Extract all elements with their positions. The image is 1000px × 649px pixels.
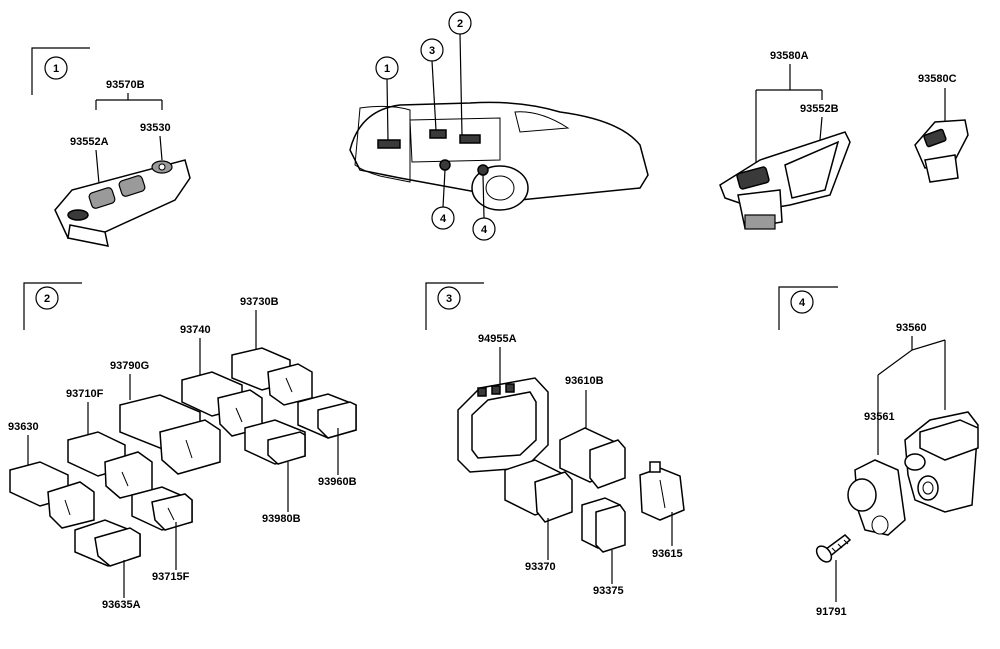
switch-93630 <box>9 461 95 529</box>
switch-93740 <box>181 371 263 437</box>
car-callout-4a: 4 <box>440 213 447 225</box>
label-93561: 93561 <box>864 411 895 423</box>
label-91791: 91791 <box>816 606 847 618</box>
section-2: 2 93730B 93740 93790G 93710F 93630 <box>8 282 357 611</box>
label-93560: 93560 <box>896 322 927 334</box>
switch-93375 <box>581 497 626 553</box>
section-3-number: 3 <box>446 293 452 305</box>
switch-93370 <box>504 459 573 523</box>
label-93790G: 93790G <box>110 360 149 372</box>
label-93552B: 93552B <box>800 103 839 115</box>
label-93552A: 93552A <box>70 136 109 148</box>
section-4: 4 93560 93561 91791 <box>778 286 979 618</box>
switch-93730B <box>231 347 313 406</box>
label-93635A: 93635A <box>102 599 141 611</box>
label-93580C: 93580C <box>918 73 957 85</box>
section-1-right: 93580A 93552B 93580C <box>719 50 969 230</box>
section-1-badge <box>44 56 68 80</box>
section-3: 3 94955A 93610B 93370 93375 <box>425 282 685 597</box>
label-93630: 93630 <box>8 421 39 433</box>
passenger-switch-93580A <box>719 131 851 230</box>
label-93610B: 93610B <box>565 375 604 387</box>
door-switch-93560 <box>904 411 979 513</box>
label-93375: 93375 <box>593 585 624 597</box>
label-93730B: 93730B <box>240 296 279 308</box>
section-2-number: 2 <box>44 293 50 305</box>
car-callout-1: 1 <box>384 63 390 75</box>
section-1-number: 1 <box>53 63 59 75</box>
switch-93710F <box>67 431 153 499</box>
label-93715F: 93715F <box>152 571 190 583</box>
car-callout-3: 3 <box>429 45 435 57</box>
label-93615: 93615 <box>652 548 683 560</box>
master-window-switch-93570B <box>54 159 191 247</box>
car-location-view: 1 2 3 4 4 <box>349 11 649 241</box>
car-callout-4b: 4 <box>481 224 488 236</box>
label-93370: 93370 <box>525 561 556 573</box>
switch-93790G <box>119 394 221 475</box>
section-1: 1 93570B 93552A 93530 <box>31 47 191 247</box>
switch-93635A <box>74 519 141 567</box>
switch-93610B <box>559 427 626 489</box>
switch-93960B <box>297 393 357 439</box>
switch-93980B <box>244 419 306 465</box>
section-4-number: 4 <box>799 297 806 309</box>
label-93980B: 93980B <box>262 513 301 525</box>
car-callout-2: 2 <box>457 18 463 30</box>
label-93710F: 93710F <box>66 388 104 400</box>
switch-93580C <box>914 119 969 183</box>
switch-93615 <box>639 461 685 521</box>
bezel-94955A <box>457 377 549 473</box>
label-93570B: 93570B <box>106 79 145 91</box>
switch-93715F <box>131 486 193 531</box>
rubber-boot-93561 <box>847 459 906 536</box>
label-93580A: 93580A <box>770 50 809 62</box>
label-94955A: 94955A <box>478 333 517 345</box>
label-93740: 93740 <box>180 324 211 336</box>
screw-91791 <box>815 534 852 563</box>
label-93530: 93530 <box>140 122 171 134</box>
label-93960B: 93960B <box>318 476 357 488</box>
